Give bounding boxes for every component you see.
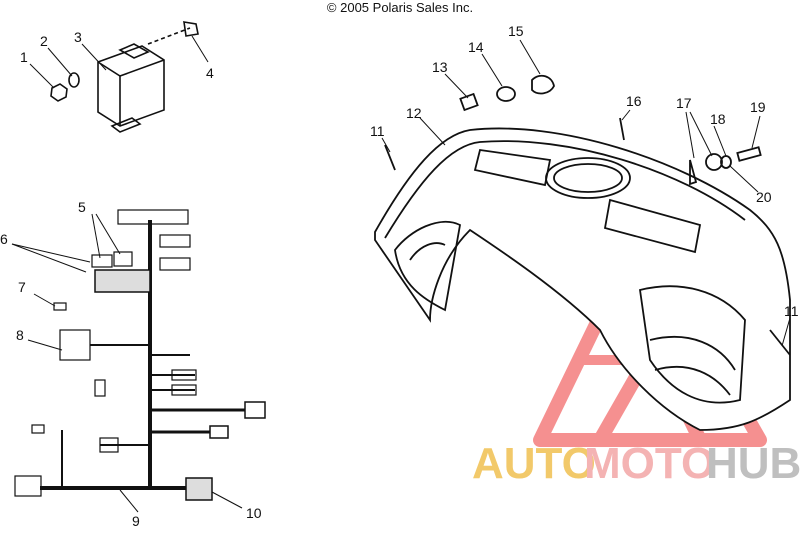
callout-20: 20 bbox=[756, 189, 772, 205]
copyright-notice: © 2005 Polaris Sales Inc. bbox=[326, 0, 474, 15]
wiring-harness bbox=[14, 209, 266, 501]
callout-15: 15 bbox=[508, 23, 524, 39]
callout-3: 3 bbox=[74, 29, 82, 45]
callout-10: 10 bbox=[246, 505, 262, 521]
callout-11-right: 11 bbox=[784, 303, 799, 319]
callout-13: 13 bbox=[432, 59, 448, 75]
callout-2: 2 bbox=[40, 33, 48, 49]
callout-17: 17 bbox=[676, 95, 692, 111]
callout-5: 5 bbox=[78, 199, 86, 215]
relay-assembly bbox=[50, 21, 199, 133]
callout-numbers: 1 2 3 4 5 6 7 8 9 10 11 12 13 14 15 16 1… bbox=[0, 23, 799, 529]
callout-1: 1 bbox=[20, 49, 28, 65]
callout-19: 19 bbox=[750, 99, 766, 115]
callout-8: 8 bbox=[16, 327, 24, 343]
watermark-text: AUTO MOTO HUB bbox=[472, 439, 800, 488]
watermark-text-c: HUB bbox=[706, 439, 800, 488]
callout-16: 16 bbox=[626, 93, 642, 109]
callout-18: 18 bbox=[710, 111, 726, 127]
callout-9: 9 bbox=[132, 513, 140, 529]
watermark-text-b: MOTO bbox=[584, 439, 715, 488]
callout-4: 4 bbox=[206, 65, 214, 81]
leader-lines bbox=[11, 35, 791, 513]
callout-7: 7 bbox=[18, 279, 26, 295]
callout-6: 6 bbox=[0, 231, 8, 247]
callout-14: 14 bbox=[468, 39, 484, 55]
watermark-text-a: AUTO bbox=[472, 439, 596, 488]
dash-panel bbox=[374, 74, 791, 431]
callout-11-left: 11 bbox=[370, 123, 385, 139]
callout-12: 12 bbox=[406, 105, 422, 121]
